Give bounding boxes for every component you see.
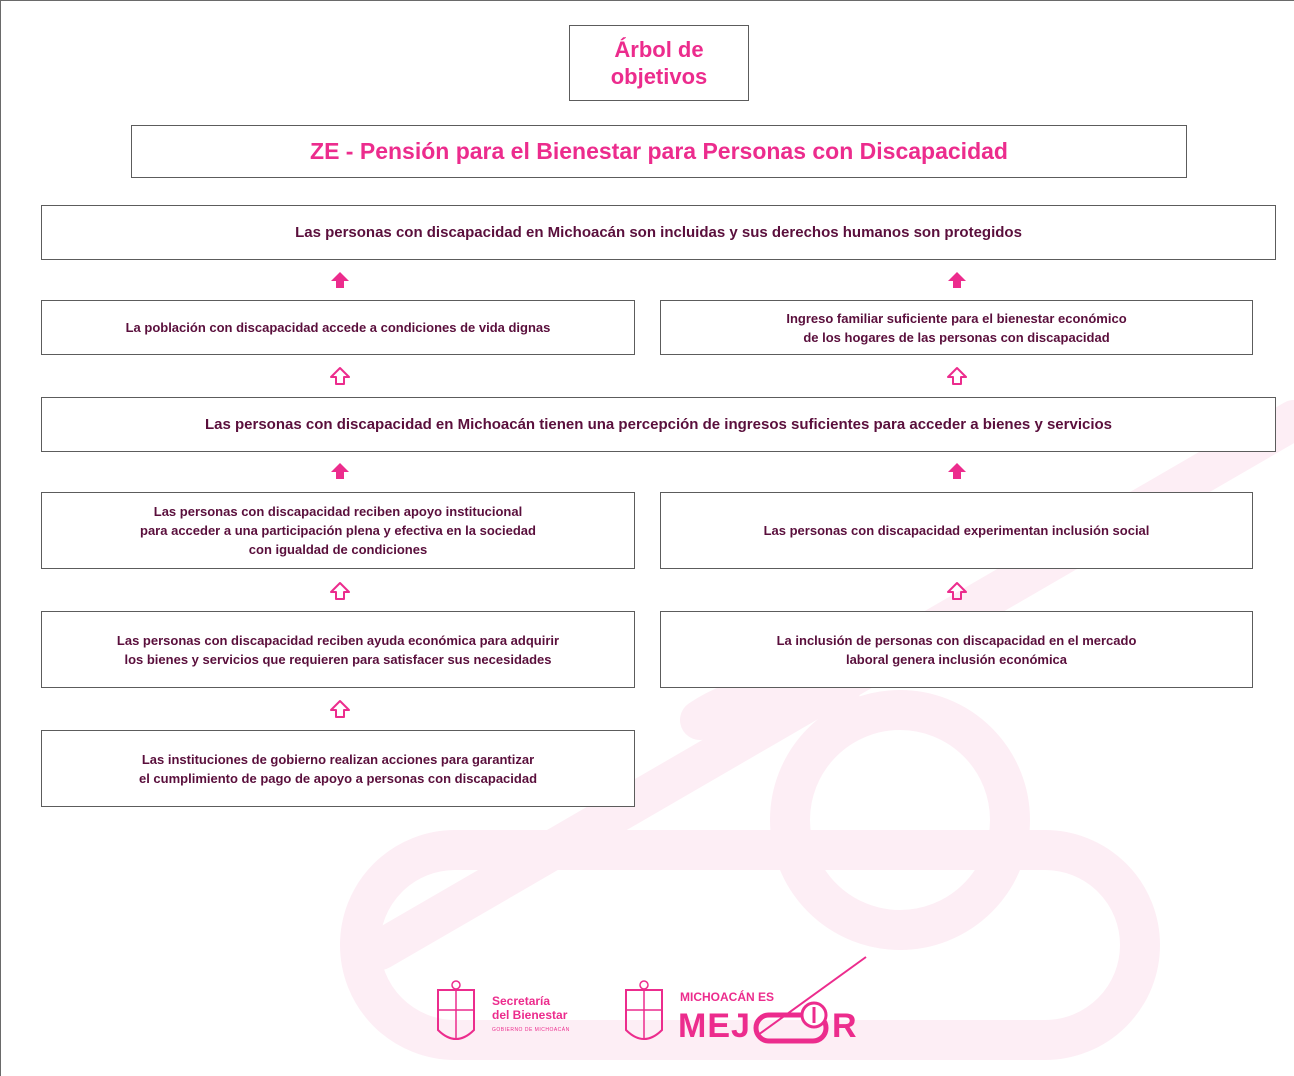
- mejor-right-text: R: [832, 1007, 858, 1045]
- title-line-2: objetivos: [610, 64, 708, 89]
- secretaria-sub: GOBIERNO DE MICHOACÁN: [492, 1027, 570, 1033]
- outline-up-arrow-icon: [947, 582, 967, 600]
- fin-text: Las personas con discapacidad en Michoac…: [295, 224, 1022, 241]
- michoacan-es-text: MICHOACÁN ES: [680, 990, 775, 1004]
- secretaria-line-1: Secretaría: [492, 994, 551, 1008]
- secretaria-bienestar-logo: Secretaría del Bienestar GOBIERNO DE MIC…: [432, 980, 592, 1050]
- fin-right-box: Ingreso familiar suficiente para el bien…: [660, 300, 1253, 355]
- coat-of-arms-icon: [625, 980, 663, 1040]
- activity-bottom-line-1: Las instituciones de gobierno realizan a…: [141, 751, 535, 767]
- coat-of-arms-icon: [437, 980, 475, 1040]
- diagram-title: Árbol de objetivos: [569, 25, 749, 101]
- secretaria-line-2: del Bienestar: [492, 1008, 568, 1022]
- outline-up-arrow-icon: [330, 367, 350, 385]
- activity-right-line-1: La inclusión de personas con discapacida…: [776, 632, 1137, 648]
- fin-box: Las personas con discapacidad en Michoac…: [41, 205, 1276, 260]
- solid-up-arrow-icon: [948, 272, 966, 288]
- solid-up-arrow-icon: [331, 272, 349, 288]
- outline-up-arrow-icon: [947, 367, 967, 385]
- fin-left-box: La población con discapacidad accede a c…: [41, 300, 635, 355]
- mejor-left-text: MEJ: [678, 1007, 751, 1045]
- activity-right-box: La inclusión de personas con discapacida…: [660, 611, 1253, 688]
- proposito-box: Las personas con discapacidad en Michoac…: [41, 397, 1276, 452]
- activity-left-line-1: Las personas con discapacidad reciben ay…: [116, 632, 560, 648]
- component-left-line-3: con igualdad de condiciones: [248, 542, 428, 557]
- program-name-box: ZE - Pensión para el Bienestar para Pers…: [131, 125, 1187, 178]
- activity-bottom-box: Las instituciones de gobierno realizan a…: [41, 730, 635, 807]
- fin-left-text: La población con discapacidad accede a c…: [125, 320, 551, 335]
- activity-right-line-2: laboral genera inclusión económica: [845, 651, 1068, 667]
- fin-right-line-2: de los hogares de las personas con disca…: [803, 329, 1110, 345]
- pipe-o-icon: [753, 956, 867, 1044]
- title-line-1: Árbol de: [614, 37, 704, 62]
- proposito-text: Las personas con discapacidad en Michoac…: [204, 416, 1113, 433]
- component-right-box: Las personas con discapacidad experiment…: [660, 492, 1253, 569]
- outline-up-arrow-icon: [330, 700, 350, 718]
- solid-up-arrow-icon: [948, 463, 966, 479]
- michoacan-es-mejor-logo: MICHOACÁN ES MEJ R: [620, 955, 890, 1055]
- activity-bottom-line-2: el cumplimiento de pago de apoyo a perso…: [138, 770, 538, 786]
- program-name: ZE - Pensión para el Bienestar para Pers…: [310, 138, 1008, 164]
- component-left-box: Las personas con discapacidad reciben ap…: [41, 492, 635, 569]
- solid-up-arrow-icon: [331, 463, 349, 479]
- component-left-line-1: Las personas con discapacidad reciben ap…: [153, 504, 523, 519]
- outline-up-arrow-icon: [330, 582, 350, 600]
- fin-right-line-1: Ingreso familiar suficiente para el bien…: [786, 310, 1127, 326]
- component-left-line-2: para acceder a una participación plena y…: [140, 523, 536, 538]
- activity-left-line-2: los bienes y servicios que requieren par…: [124, 651, 552, 667]
- component-right-text: Las personas con discapacidad experiment…: [763, 523, 1150, 538]
- activity-left-box: Las personas con discapacidad reciben ay…: [41, 611, 635, 688]
